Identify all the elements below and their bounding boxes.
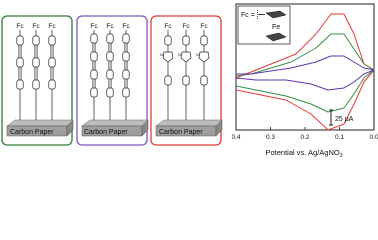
molecular-chain: Fc	[122, 23, 130, 120]
benzene-ring	[122, 51, 130, 62]
inset-fc-label: Fc =	[241, 12, 255, 19]
fc-label: Fc	[106, 23, 114, 30]
molecular-chain: FcN	[178, 23, 192, 120]
benzene-ring	[200, 75, 208, 86]
x-tick-label: 0.0	[369, 134, 378, 141]
x-tick-label: 0.1	[335, 134, 344, 141]
benzene-ring	[122, 69, 130, 80]
ferrocene-bottom-ring	[265, 32, 287, 42]
molecular-chain: Fc	[48, 23, 56, 120]
panel-border	[76, 15, 148, 146]
x-axis-label: Potential vs. Ag/AgNO3	[266, 148, 343, 159]
fc-label: Fc	[182, 23, 190, 30]
benzene-ring	[90, 69, 98, 80]
triazole-n-label: N	[196, 52, 199, 57]
triazole-n-label: N	[160, 52, 163, 57]
molecular-chain: FcN	[160, 23, 174, 120]
substrate-side	[215, 119, 223, 137]
triazole-n-label: N	[178, 52, 181, 57]
panel-border	[150, 15, 222, 146]
triazole-ring	[162, 51, 174, 63]
benzene-ring	[16, 57, 24, 68]
substrate-side	[141, 119, 149, 137]
benzene-ring	[48, 57, 56, 68]
benzene-ring	[122, 87, 130, 98]
fc-label: Fc	[122, 23, 130, 30]
benzene-ring	[48, 35, 56, 46]
inset-fe-label: Fe	[272, 24, 280, 31]
fc-label: Fc	[164, 23, 172, 30]
substrate-side	[66, 119, 74, 137]
molecular-chain: Fc	[16, 23, 24, 120]
molecular-chain: FcN	[196, 23, 210, 120]
benzene-ring	[16, 35, 24, 46]
substrate-label-red: Carbon Paper	[159, 129, 203, 136]
schematic-panel-green: Fc Fc Fc	[1, 15, 74, 146]
fc-label: Fc	[200, 23, 208, 30]
substrate-top	[6, 119, 74, 127]
molecular-chain: Fc	[90, 23, 98, 120]
benzene-ring	[182, 35, 190, 46]
fc-label: Fc	[32, 23, 40, 30]
x-tick-label: 0.3	[266, 134, 275, 141]
substrate-top	[81, 119, 149, 127]
triazole-ring	[198, 51, 210, 63]
benzene-ring	[90, 51, 98, 62]
scale-bar-label: 25 μA	[335, 116, 354, 123]
benzene-ring	[32, 57, 40, 68]
molecular-chain: Fc	[106, 23, 114, 120]
x-tick-label: 0.4	[232, 134, 241, 141]
benzene-ring	[106, 51, 114, 62]
benzene-ring	[164, 75, 172, 86]
cv-chart: 0.4 0.3 0.2 0.1 0.0 Fc = Fe 25 μA Potential …	[232, 3, 378, 159]
schematic-panel-purple: Fc Fc Fc	[76, 15, 149, 146]
triazole-ring	[180, 51, 192, 63]
panel-border	[1, 15, 73, 146]
benzene-ring	[90, 33, 98, 44]
substrate-top	[155, 119, 223, 127]
substrate-label-purple: Carbon Paper	[84, 129, 128, 136]
x-tick-label: 0.2	[300, 134, 309, 141]
benzene-ring	[106, 33, 114, 44]
benzene-ring	[32, 35, 40, 46]
substrate-label-green: Carbon Paper	[10, 129, 54, 136]
benzene-ring	[90, 87, 98, 98]
benzene-ring	[164, 35, 172, 46]
benzene-ring	[106, 69, 114, 80]
benzene-ring	[106, 87, 114, 98]
fc-label: Fc	[16, 23, 24, 30]
benzene-ring	[122, 33, 130, 44]
benzene-ring	[182, 75, 190, 86]
molecular-chain: Fc	[32, 23, 40, 120]
benzene-ring	[16, 79, 24, 90]
benzene-ring	[200, 35, 208, 46]
benzene-ring	[48, 79, 56, 90]
cv-series-2	[235, 55, 375, 91]
fc-label: Fc	[48, 23, 56, 30]
fc-label: Fc	[90, 23, 98, 30]
ferrocene-top-ring	[265, 10, 287, 19]
benzene-ring	[32, 79, 40, 90]
